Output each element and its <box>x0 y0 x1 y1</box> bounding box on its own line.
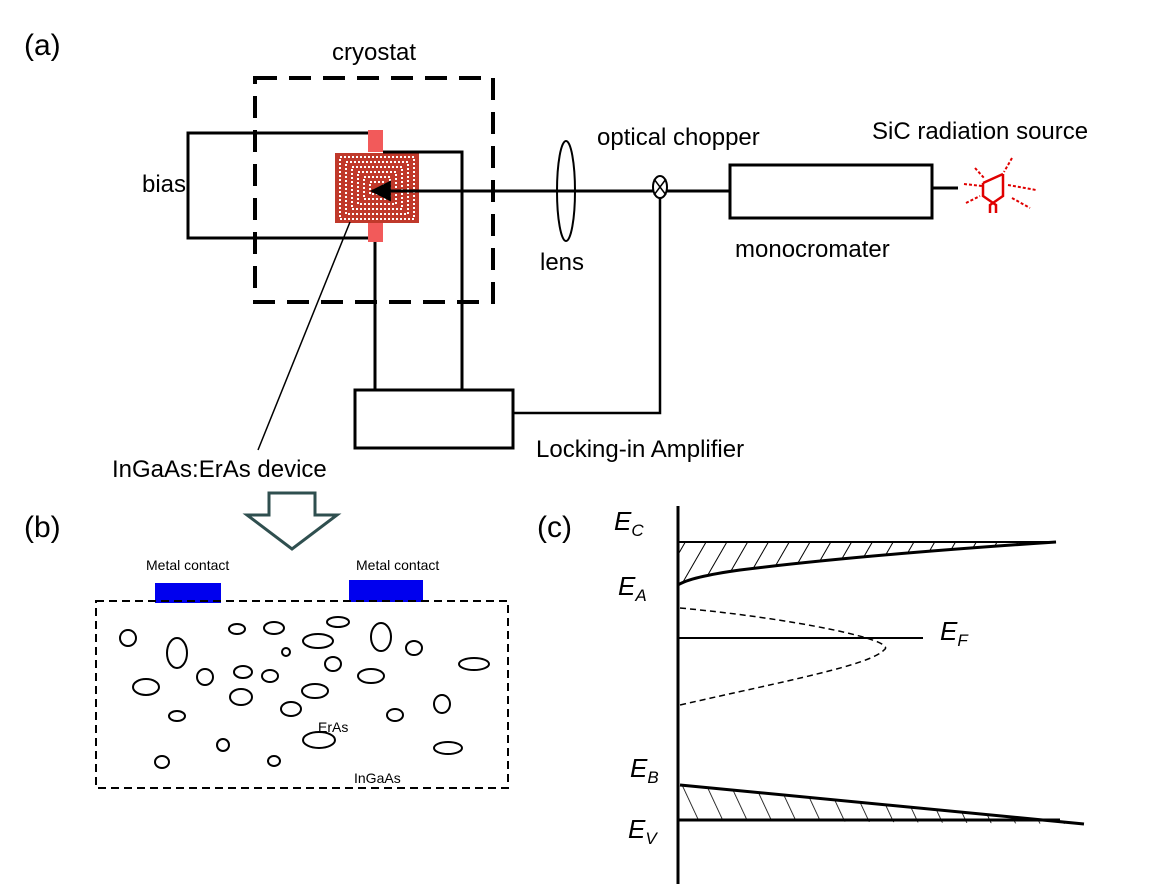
energy-label-ef: EF <box>940 616 969 650</box>
metal-contact-right <box>349 580 423 602</box>
lens <box>556 140 576 242</box>
panel-label-a: (a) <box>24 29 61 62</box>
panel-label-c: (c) <box>537 511 572 544</box>
conduction-band-tail <box>677 541 1057 587</box>
eras-inclusions <box>119 616 490 769</box>
eras-label: ErAs <box>318 719 348 735</box>
eras-density-of-states <box>679 607 887 706</box>
monochromator-label: monocromater <box>735 236 890 263</box>
metal-contact-left-label: Metal contact <box>146 557 229 573</box>
lock-in-amplifier-box <box>353 388 515 450</box>
chopper-reference-wire <box>513 196 662 415</box>
conduction-band-edge <box>677 540 1057 587</box>
device-pad-bottom <box>368 222 383 242</box>
ingaas-label: InGaAs <box>354 770 401 786</box>
device-label: InGaAs:ErAs device <box>112 456 327 483</box>
device-pad-top <box>368 130 383 152</box>
sic-source-icon <box>963 157 1037 213</box>
metal-contact-right-label: Metal contact <box>356 557 439 573</box>
panel-label-b: (b) <box>24 511 61 544</box>
bias-label: bias <box>142 171 186 198</box>
valence-band-edge <box>679 783 1085 826</box>
optical-chopper-label: optical chopper <box>597 124 760 151</box>
monochromator-box <box>728 163 934 220</box>
ingaas-layer-box <box>95 600 509 789</box>
lens-label: lens <box>540 249 584 276</box>
energy-label-ea: EA <box>618 571 647 605</box>
energy-label-ec: EC <box>614 506 644 540</box>
bias-wire <box>186 131 372 240</box>
zoom-down-arrow <box>242 491 342 551</box>
optical-chopper <box>652 175 668 199</box>
cryostat-label: cryostat <box>332 39 416 66</box>
sic-source-label: SiC radiation source <box>872 118 1088 145</box>
signal-wire-right <box>383 150 464 390</box>
ingaas-device-spiral <box>335 153 419 223</box>
energy-label-ev: EV <box>628 814 658 848</box>
energy-label-eb: EB <box>630 753 659 787</box>
device-pointer-line <box>257 221 351 451</box>
metal-contact-left <box>155 583 221 603</box>
lock-in-amplifier-label: Locking-in Amplifier <box>536 436 744 463</box>
